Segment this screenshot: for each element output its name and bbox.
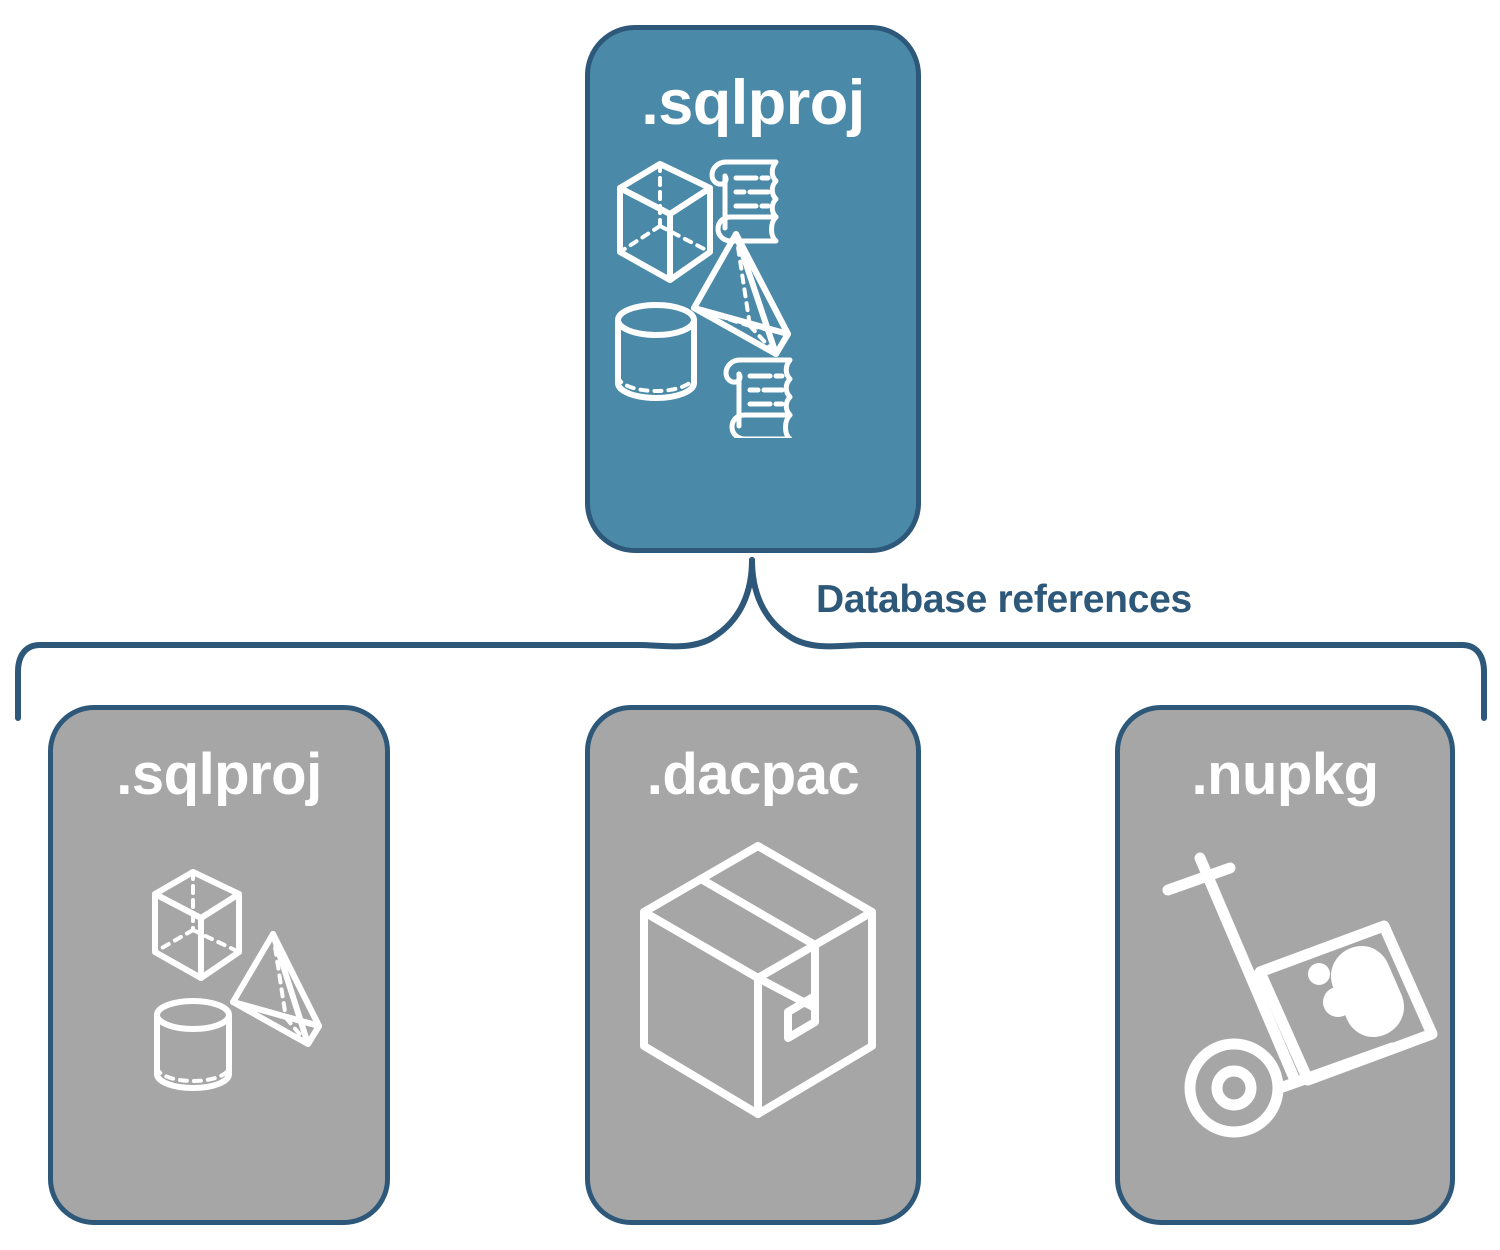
database-references-bracket: [15, 557, 1487, 721]
cube-wireframe-icon: [152, 869, 242, 981]
card-ref-nupkg-title: .nupkg: [1191, 742, 1379, 807]
hand-truck-icon: [1162, 852, 1398, 1094]
card-root-sqlproj[interactable]: .sqlproj: [585, 25, 921, 553]
pyramid-wireframe-icon: [691, 231, 791, 357]
card-ref-dacpac-title: .dacpac: [646, 742, 860, 807]
sqlproj-ref-icon-group: [141, 860, 371, 1110]
card-ref-sqlproj-title: .sqlproj: [116, 742, 322, 807]
script-scroll-icon: [723, 357, 793, 442]
nuget-package-icon: [1254, 920, 1438, 1086]
card-root-title: .sqlproj: [641, 68, 865, 138]
dacpac-icon-group: [632, 838, 884, 1128]
nupkg-icon-group: [1142, 850, 1442, 1140]
pyramid-wireframe-icon: [230, 931, 322, 1047]
hand-truck-wheel-icon: [1184, 1038, 1284, 1138]
cylinder-wireframe-icon: [154, 998, 232, 1091]
script-scroll-icon: [709, 159, 779, 244]
card-ref-dacpac[interactable]: .dacpac: [585, 705, 921, 1225]
card-ref-sqlproj[interactable]: .sqlproj: [48, 705, 390, 1225]
card-ref-nupkg[interactable]: .nupkg: [1115, 705, 1455, 1225]
root-card-icon-group: [590, 148, 926, 442]
cylinder-wireframe-icon: [615, 302, 697, 401]
nuget-logo-icon: [1308, 946, 1404, 1037]
database-references-label: Database references: [816, 578, 1192, 621]
shipping-box-icon: [640, 842, 876, 1118]
cube-wireframe-icon: [617, 161, 713, 283]
